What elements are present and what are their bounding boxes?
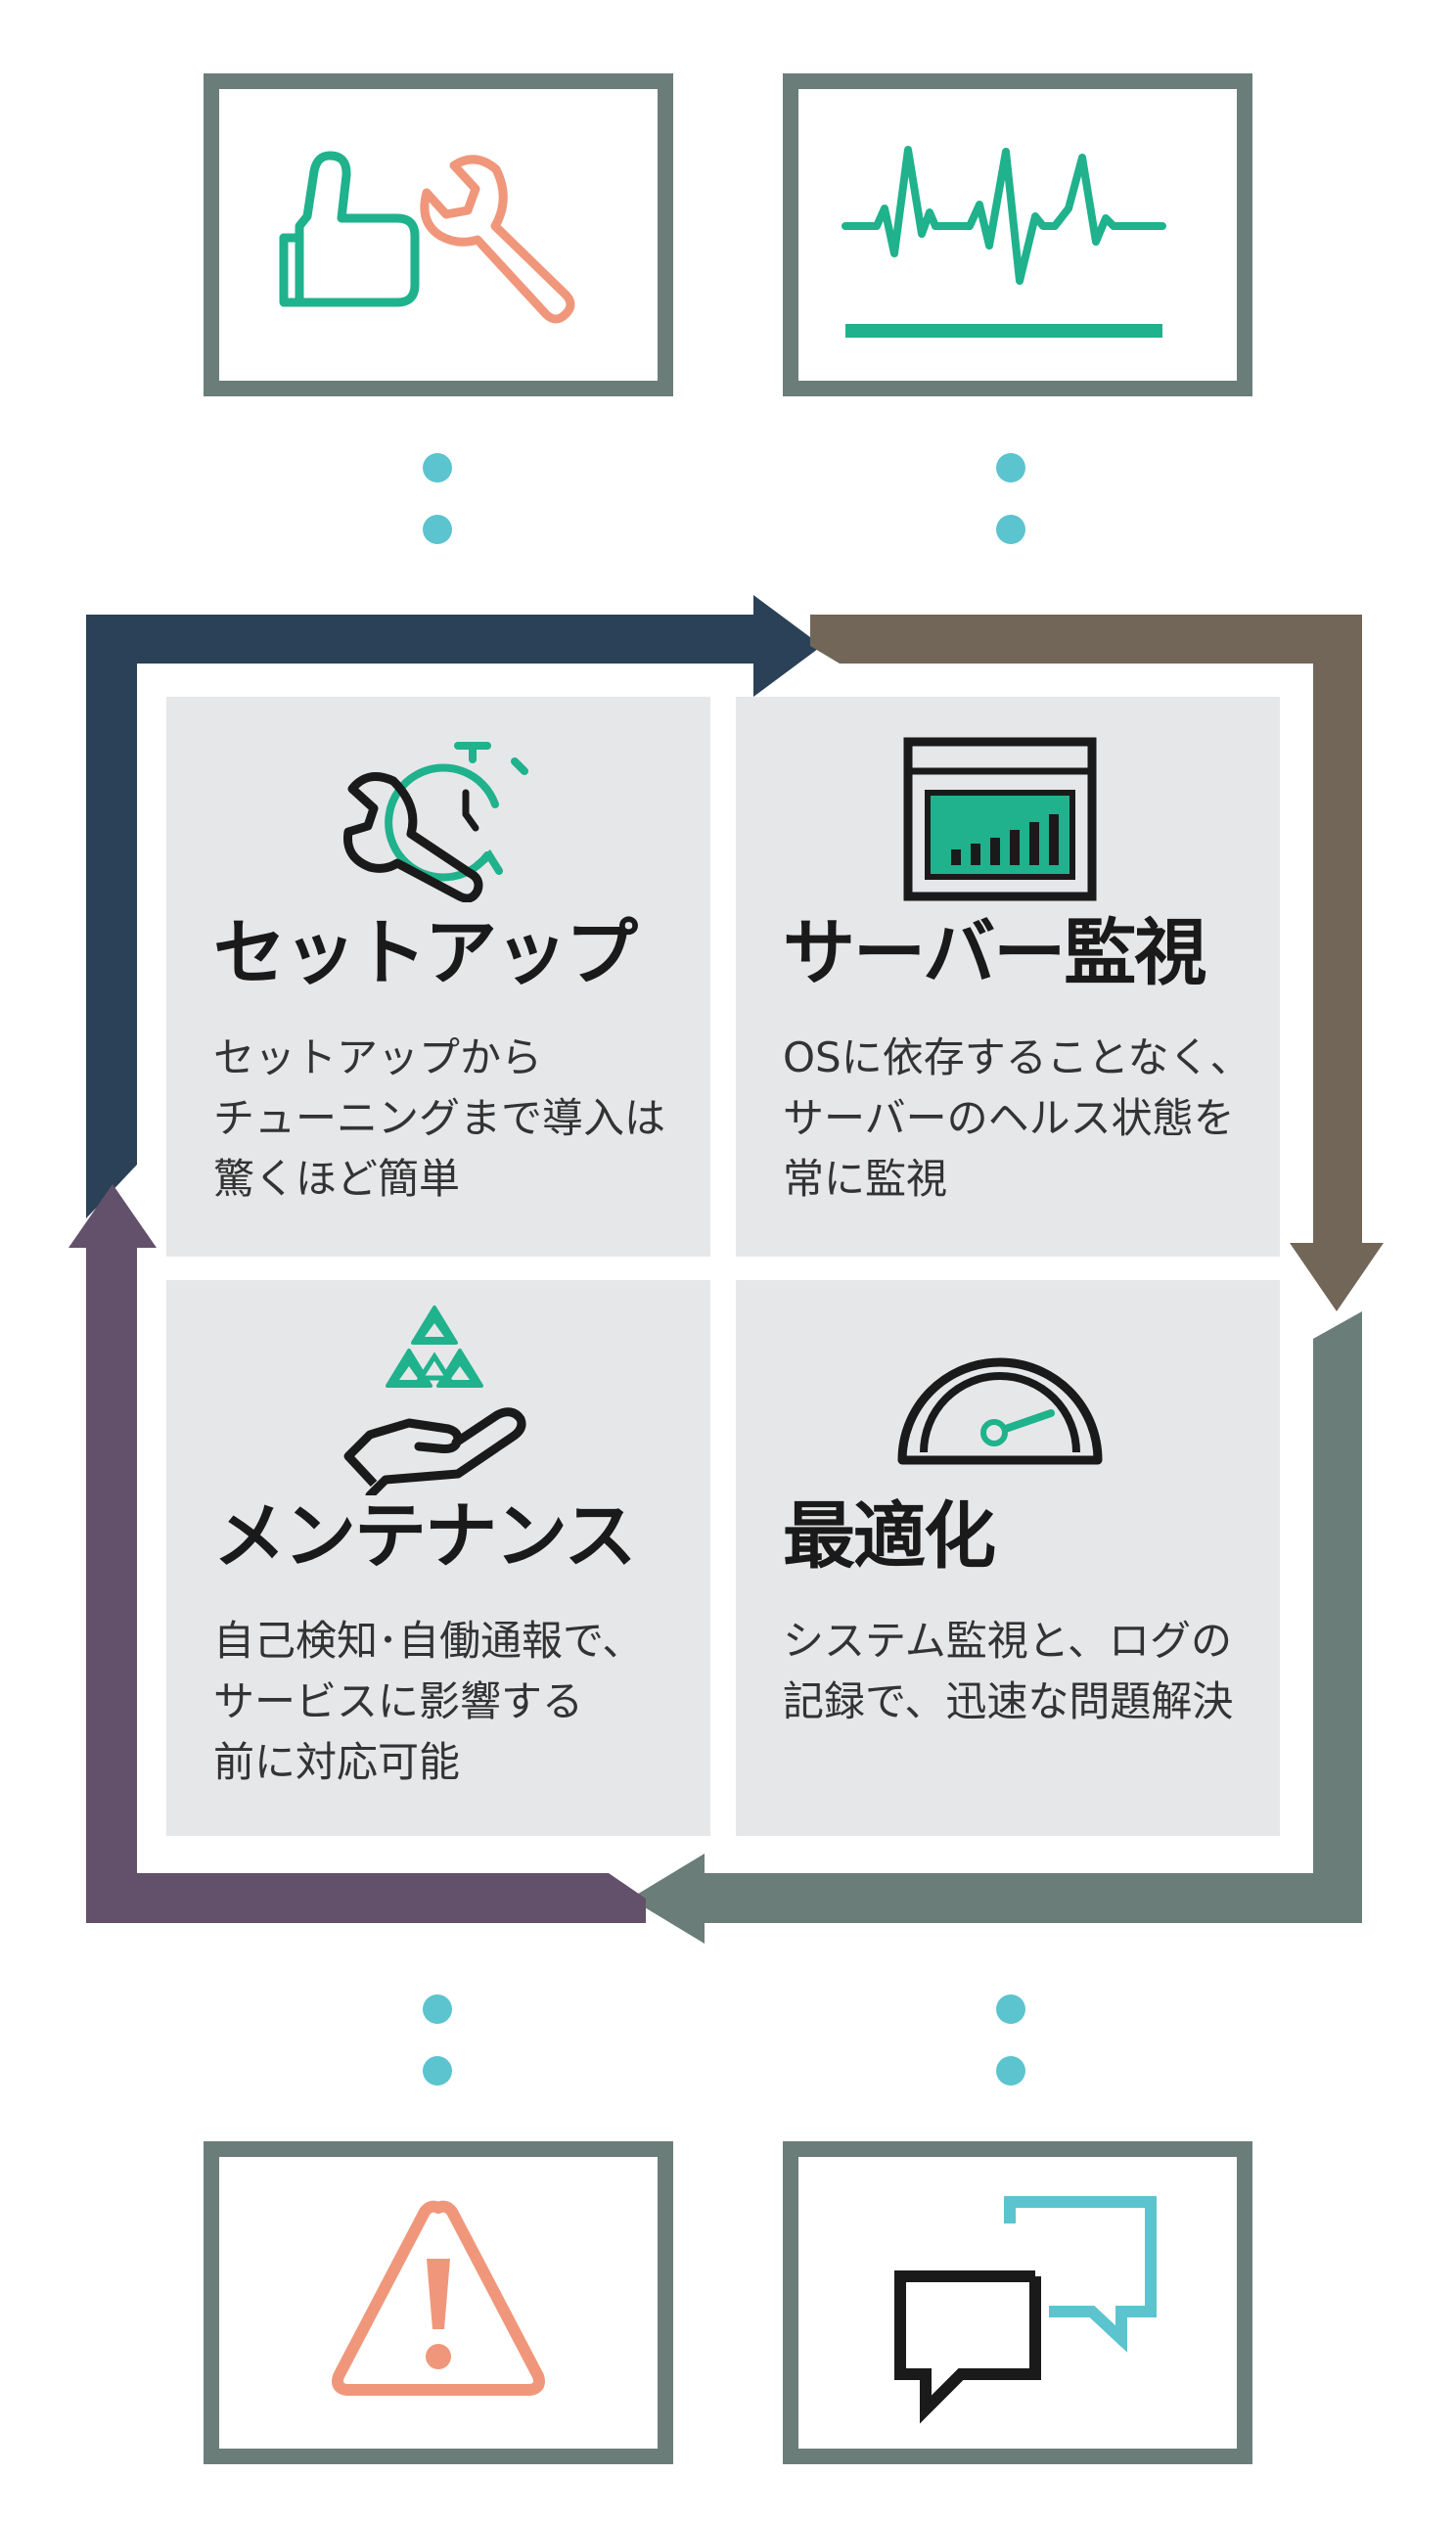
arrow-right xyxy=(810,615,1384,1311)
description-line: 驚くほど簡単 xyxy=(213,1155,461,1203)
heartbeat-icon xyxy=(842,146,1166,338)
quadrant-description: システム監視と、ログの 記録で、迅速な問題解決 xyxy=(783,1611,1233,1732)
description-line: 記録で、迅速な問題解決 xyxy=(783,1677,1234,1725)
connector-dot xyxy=(996,1994,1025,2024)
arrow-bottom xyxy=(630,1311,1362,1944)
connector-dot xyxy=(423,2056,452,2086)
description-line: チューニングまで導入は xyxy=(213,1094,666,1142)
description-line: 常に監視 xyxy=(783,1155,948,1203)
connector-dot xyxy=(423,1994,452,2024)
connector-dot xyxy=(423,515,452,544)
warning-icon xyxy=(332,2200,545,2396)
quadrant-setup: セットアップ セットアップから チューニングまで導入は 驚くほど簡単 xyxy=(166,697,710,1257)
quadrant-title: 最適化 xyxy=(783,1494,996,1579)
chat-bubbles-icon xyxy=(894,2196,1157,2424)
wrench-icon xyxy=(420,155,575,324)
quadrant-title: セットアップ xyxy=(213,911,638,995)
quadrant-description: OSに依存することなく、 サーバーのヘルス状態を 常に監視 xyxy=(783,1028,1251,1210)
hand-triangles-icon xyxy=(343,1306,526,1495)
description-line: システム監視と、ログの xyxy=(783,1617,1233,1665)
quadrant-description: セットアップから チューニングまで導入は 驚くほど簡単 xyxy=(213,1028,665,1210)
quadrant-server-monitoring: サーバー監視 OSに依存することなく、 サーバーのヘルス状態を 常に監視 xyxy=(736,697,1280,1257)
description-line: OSに依存することなく、 xyxy=(783,1033,1251,1081)
arrow-top xyxy=(86,595,822,1218)
quadrant-optimization: 最適化 システム監視と、ログの 記録で、迅速な問題解決 xyxy=(736,1280,1280,1836)
thumbs-up-icon xyxy=(279,151,420,307)
quadrant-maintenance: メンテナンス 自己検知･自働通報で、 サービスに影響する 前に対応可能 xyxy=(166,1280,710,1836)
connector-dot xyxy=(996,515,1025,544)
description-line: セットアップから xyxy=(213,1033,543,1081)
description-line: サービスに影響する xyxy=(213,1677,584,1725)
quadrant-title: サーバー監視 xyxy=(783,911,1206,995)
description-line: サーバーのヘルス状態を xyxy=(783,1094,1235,1142)
connector-dot xyxy=(996,453,1025,482)
arrow-left xyxy=(68,1184,646,1923)
speedometer-icon xyxy=(897,1357,1103,1465)
top-right-box xyxy=(783,73,1252,396)
wrench-stopwatch-icon xyxy=(342,742,528,902)
top-left-box xyxy=(204,73,673,396)
bottom-right-box xyxy=(783,2141,1252,2464)
description-line: 前に対応可能 xyxy=(213,1738,461,1786)
description-line: 自己検知･自働通報で、 xyxy=(213,1617,644,1665)
quadrant-description: 自己検知･自働通報で、 サービスに影響する 前に対応可能 xyxy=(213,1611,643,1793)
connector-dot xyxy=(423,453,452,482)
quadrant-title: メンテナンス xyxy=(213,1494,637,1579)
dashboard-window-icon xyxy=(903,737,1097,901)
bottom-left-box xyxy=(204,2141,673,2464)
connector-dot xyxy=(996,2056,1025,2086)
